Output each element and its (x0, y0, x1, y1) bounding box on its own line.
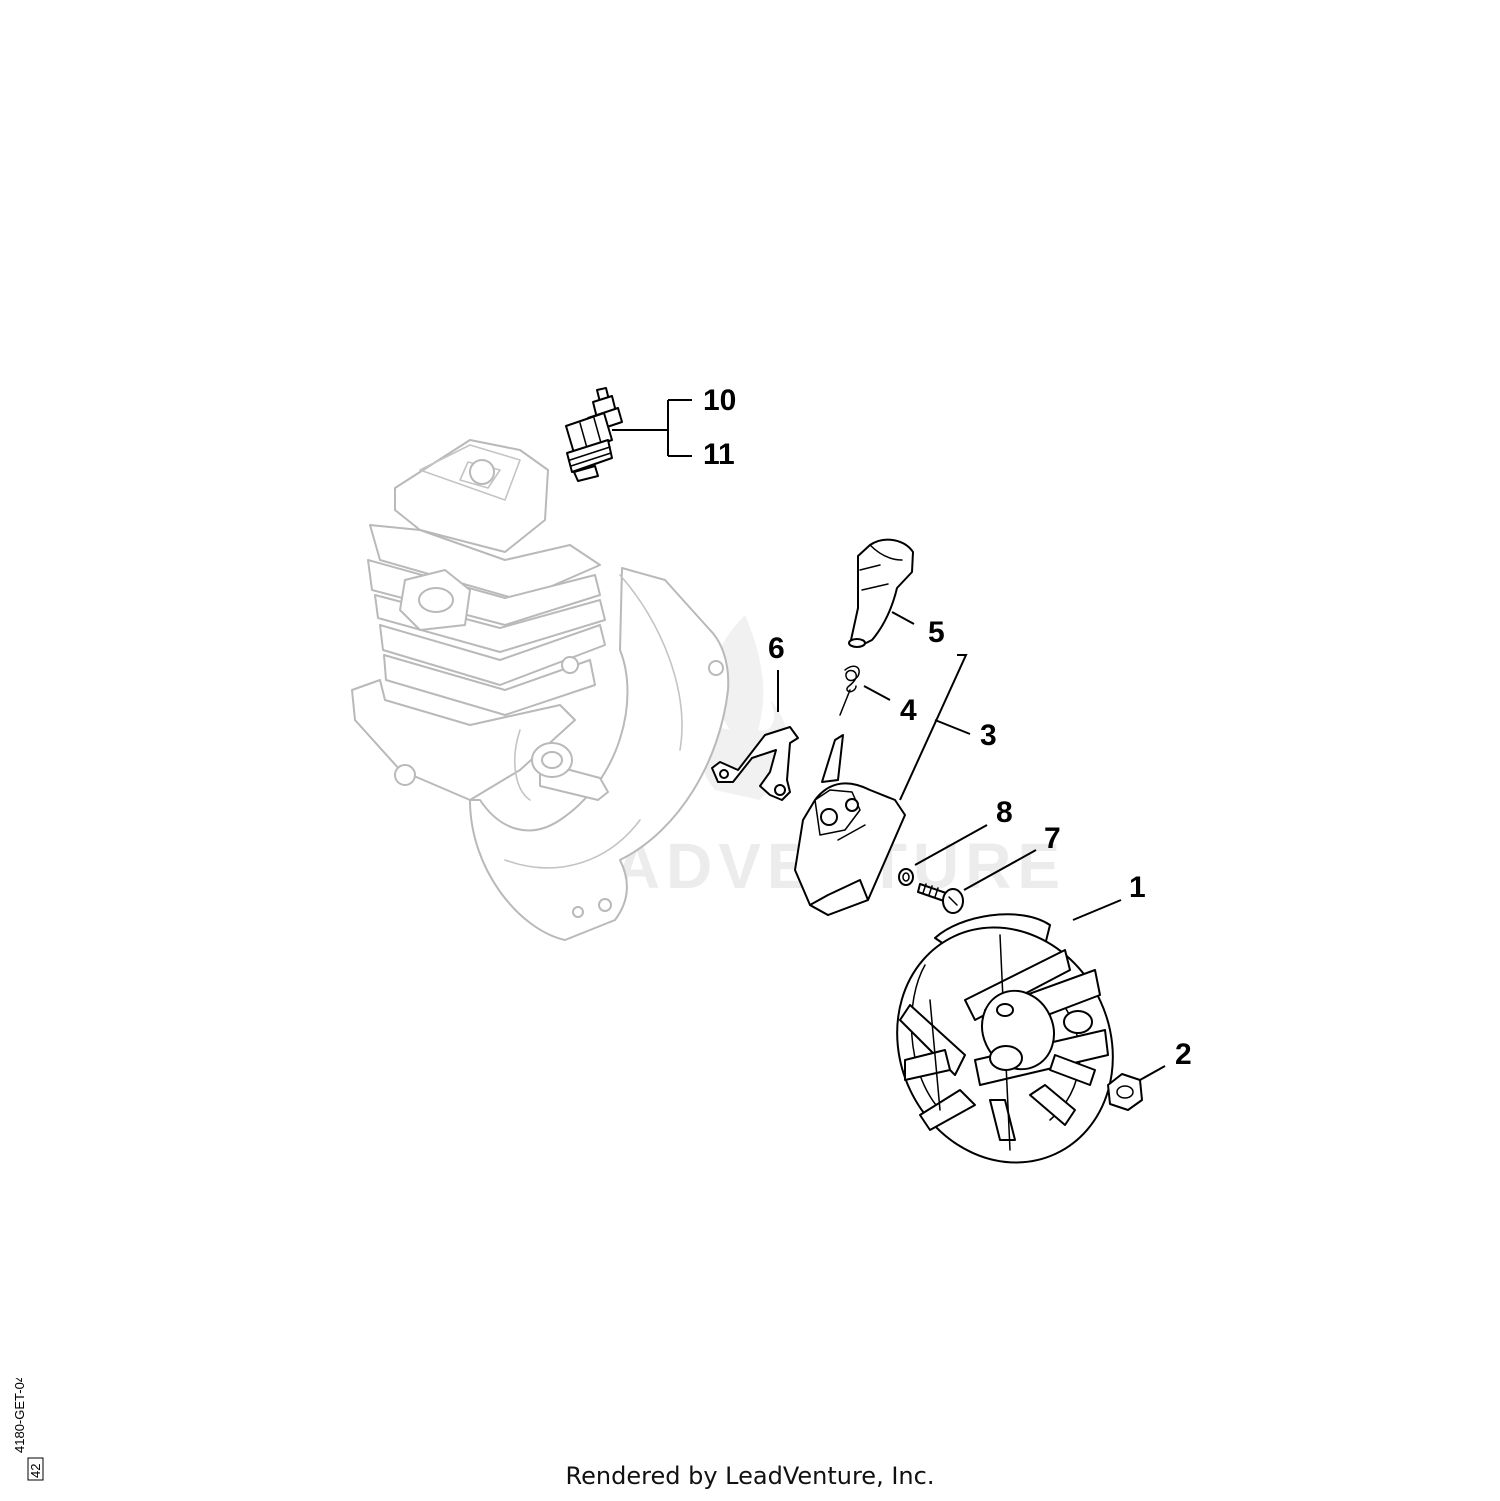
leader-8 (914, 824, 988, 866)
callout-7: 7 (1044, 822, 1061, 855)
leader-7 (963, 849, 1037, 891)
cylinder-cover-ghost (394, 439, 549, 553)
callout-1: 1 (1129, 871, 1146, 904)
spark-plug (565, 387, 623, 482)
washer (898, 868, 914, 886)
callout-labels: 10 11 5 4 3 6 8 7 1 2 (703, 384, 1192, 1071)
leader-1 (1072, 899, 1122, 921)
leader-10-11 (612, 399, 692, 457)
drawing-code: 4180-GET-0418 42 (8, 1360, 44, 1496)
drawing-code-text: 4180-GET-0418 (12, 1378, 27, 1453)
sheet-code-text: 42 (28, 1464, 43, 1478)
sheet-code-box (27, 1457, 44, 1481)
leader-4 (863, 685, 891, 701)
engine-assembly-ghost (351, 439, 730, 941)
callout-6: 6 (768, 632, 785, 665)
spark-plug-boot (848, 538, 914, 648)
callout-3: 3 (980, 719, 997, 752)
leader-2 (1139, 1065, 1166, 1081)
screw (917, 883, 964, 914)
callout-4: 4 (900, 694, 917, 727)
callout-10: 10 (703, 384, 736, 417)
leader-5 (891, 611, 915, 625)
ground-bracket (711, 726, 799, 801)
callout-5: 5 (928, 616, 945, 649)
spring (839, 665, 860, 716)
ignition-coil (794, 734, 906, 916)
leader-lines (612, 399, 1166, 1081)
crankcase-cover-ghost (469, 567, 730, 941)
flywheel (896, 913, 1114, 1164)
callout-8: 8 (996, 796, 1013, 829)
callout-11: 11 (703, 438, 735, 471)
footer-credit: Rendered by LeadVenture, Inc. (565, 1462, 935, 1490)
leader-3 (899, 654, 971, 801)
callout-2: 2 (1175, 1038, 1192, 1071)
hex-nut (1107, 1073, 1143, 1111)
